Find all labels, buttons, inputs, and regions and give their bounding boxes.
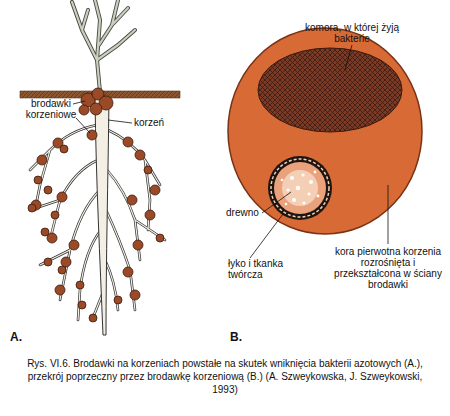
vascular-bundle <box>317 195 320 198</box>
root-nodules <box>61 257 71 267</box>
vascular-bundle <box>296 186 300 190</box>
vascular-bundle <box>301 173 304 176</box>
root-nodules <box>60 145 68 153</box>
vascular-bundle <box>281 179 284 182</box>
root-nodules <box>114 296 122 304</box>
root-nodules <box>127 195 137 205</box>
root-nodules <box>144 166 152 174</box>
label-text: kora pierwotna korzenia rozrośnięta i pr… <box>333 246 443 290</box>
root-nodules <box>145 210 155 220</box>
vascular-bundle <box>282 170 318 206</box>
root-nodules <box>123 137 133 147</box>
vascular-bundle <box>268 156 332 220</box>
vascular-bundle <box>307 192 310 195</box>
vascular-bundle <box>309 180 313 184</box>
caption-text: Rys. VI.6. Brodawki na korzeniach powsta… <box>27 358 423 395</box>
root-nodules <box>37 155 47 165</box>
root-nodules <box>44 186 52 194</box>
root-nodules <box>34 176 42 184</box>
root-nodules <box>51 211 59 219</box>
vascular-bundle <box>290 176 294 180</box>
panel-letter: A. <box>10 330 40 344</box>
root-nodules <box>28 204 36 212</box>
root-nodules <box>156 234 164 242</box>
figure-caption: Rys. VI.6. Brodawki na korzeniach powsta… <box>18 357 432 396</box>
nodule-cortex <box>228 28 422 234</box>
root-nodules <box>57 192 67 202</box>
vascular-bundle <box>281 171 320 206</box>
leader-lines <box>73 101 132 133</box>
leader-lines <box>345 45 352 70</box>
root-nodules <box>76 281 84 289</box>
label-text: łyko i tkanka twórcza <box>228 258 320 280</box>
leader-lines <box>108 120 132 123</box>
leader-lines <box>250 45 388 258</box>
root-nodules <box>133 240 143 250</box>
vascular-bundle <box>271 159 329 217</box>
root-nodules <box>58 266 66 274</box>
leader-lines <box>250 214 283 258</box>
root-nodules <box>44 258 52 266</box>
vascular-bundle <box>274 162 326 214</box>
root-nodules <box>78 301 86 309</box>
leader-lines <box>262 192 291 213</box>
root-nodules <box>150 185 160 195</box>
root-nodules <box>89 314 97 322</box>
label-text: drewno <box>226 207 276 218</box>
root-nodules <box>79 105 89 115</box>
plant-shoot <box>72 0 135 92</box>
root-nodules <box>130 290 140 300</box>
label-text: brodawki korzeniowe <box>18 98 84 120</box>
vascular-bundle <box>268 156 332 220</box>
vascular-bundle <box>314 171 317 174</box>
vascular-bundle <box>286 188 289 191</box>
root-nodules <box>90 103 102 115</box>
panel-letter: B. <box>230 330 260 344</box>
vascular-bundle <box>285 203 288 206</box>
leader-lines <box>73 101 85 104</box>
root-nodules <box>41 228 49 236</box>
vascular-bundle <box>303 202 306 205</box>
vascular-bundle <box>292 198 296 202</box>
label-text: korzeń <box>134 117 184 128</box>
plant-shoot <box>72 0 135 92</box>
label-text: komora, w której żyją bakterie <box>305 22 399 44</box>
root-nodules <box>135 150 145 160</box>
leader-lines <box>76 118 90 133</box>
root-nodules <box>123 267 133 277</box>
root-nodules <box>55 285 65 295</box>
leader-lines <box>388 185 389 244</box>
root-nodules <box>69 240 79 250</box>
bacteria-chamber <box>258 48 402 132</box>
plant-shoot <box>72 0 135 92</box>
